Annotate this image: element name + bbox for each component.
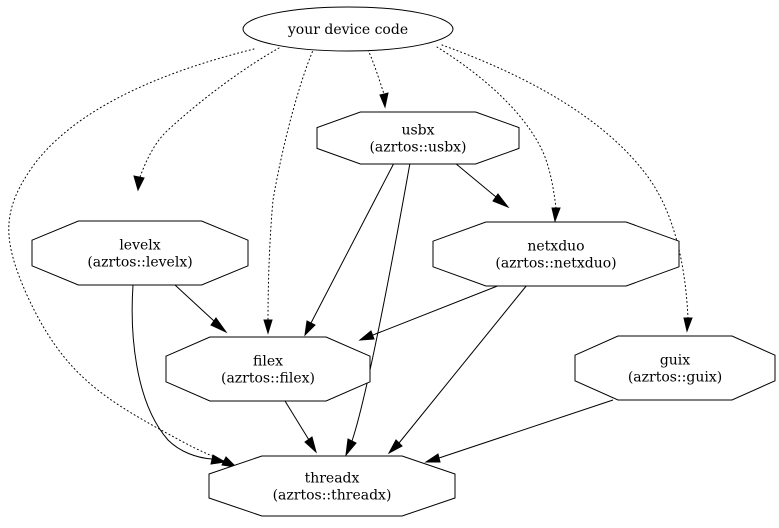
node-guix[interactable]: guix(azrtos::guix) (574, 335, 776, 401)
node-shape-device (242, 6, 454, 52)
node-device[interactable]: your device code (242, 6, 454, 52)
node-netxduo[interactable]: netxduo(azrtos::netxduo) (432, 221, 680, 287)
node-label-threadx-line-1: (azrtos::threadx) (273, 488, 392, 504)
edge-netxduo-to-filex (358, 284, 501, 341)
node-shape-threadx (208, 455, 456, 517)
node-shape-guix (574, 335, 776, 401)
node-shape-usbx (316, 111, 520, 165)
edge-usbx-to-threadx (345, 162, 411, 457)
node-label-levelx-line-0: levelx (119, 238, 160, 254)
node-label-usbx-line-0: usbx (401, 123, 434, 139)
node-label-filex-line-1: (azrtos::filex) (221, 371, 315, 387)
node-label-guix-line-1: (azrtos::guix) (628, 370, 722, 386)
node-label-guix-line-0: guix (660, 353, 690, 369)
node-label-device-line-0: your device code (287, 22, 408, 38)
edge-layer (8, 44, 693, 468)
edge-filex-to-threadx (284, 400, 317, 454)
edge-device-to-levelx (133, 47, 280, 192)
edge-levelx-to-filex (174, 284, 228, 334)
node-layer: your device codeusbx(azrtos::usbx)levelx… (31, 6, 776, 517)
node-levelx[interactable]: levelx(azrtos::levelx) (31, 220, 249, 286)
node-filex[interactable]: filex(azrtos::filex) (165, 336, 371, 402)
edge-usbx-to-filex (304, 162, 395, 337)
node-shape-levelx (31, 220, 249, 286)
edge-device-to-usbx (367, 49, 389, 109)
edge-device-to-guix (441, 44, 693, 333)
node-label-netxduo-line-1: (azrtos::netxduo) (495, 256, 616, 272)
node-label-netxduo-line-0: netxduo (527, 239, 584, 255)
edge-levelx-to-threadx (131, 284, 227, 465)
edge-device-to-netxduo (436, 46, 561, 223)
node-shape-filex (165, 336, 371, 402)
node-label-filex-line-0: filex (253, 354, 283, 370)
node-label-levelx-line-1: (azrtos::levelx) (87, 255, 192, 271)
node-label-threadx-line-0: threadx (305, 471, 360, 487)
edge-device-to-filex (263, 47, 315, 335)
node-usbx[interactable]: usbx(azrtos::usbx) (316, 111, 520, 165)
node-label-usbx-line-1: (azrtos::usbx) (369, 140, 466, 156)
edge-usbx-to-netxduo (454, 162, 510, 209)
edge-guix-to-threadx (424, 399, 614, 463)
node-shape-netxduo (432, 221, 680, 287)
node-threadx[interactable]: threadx(azrtos::threadx) (208, 455, 456, 517)
edge-netxduo-to-threadx (387, 284, 528, 455)
